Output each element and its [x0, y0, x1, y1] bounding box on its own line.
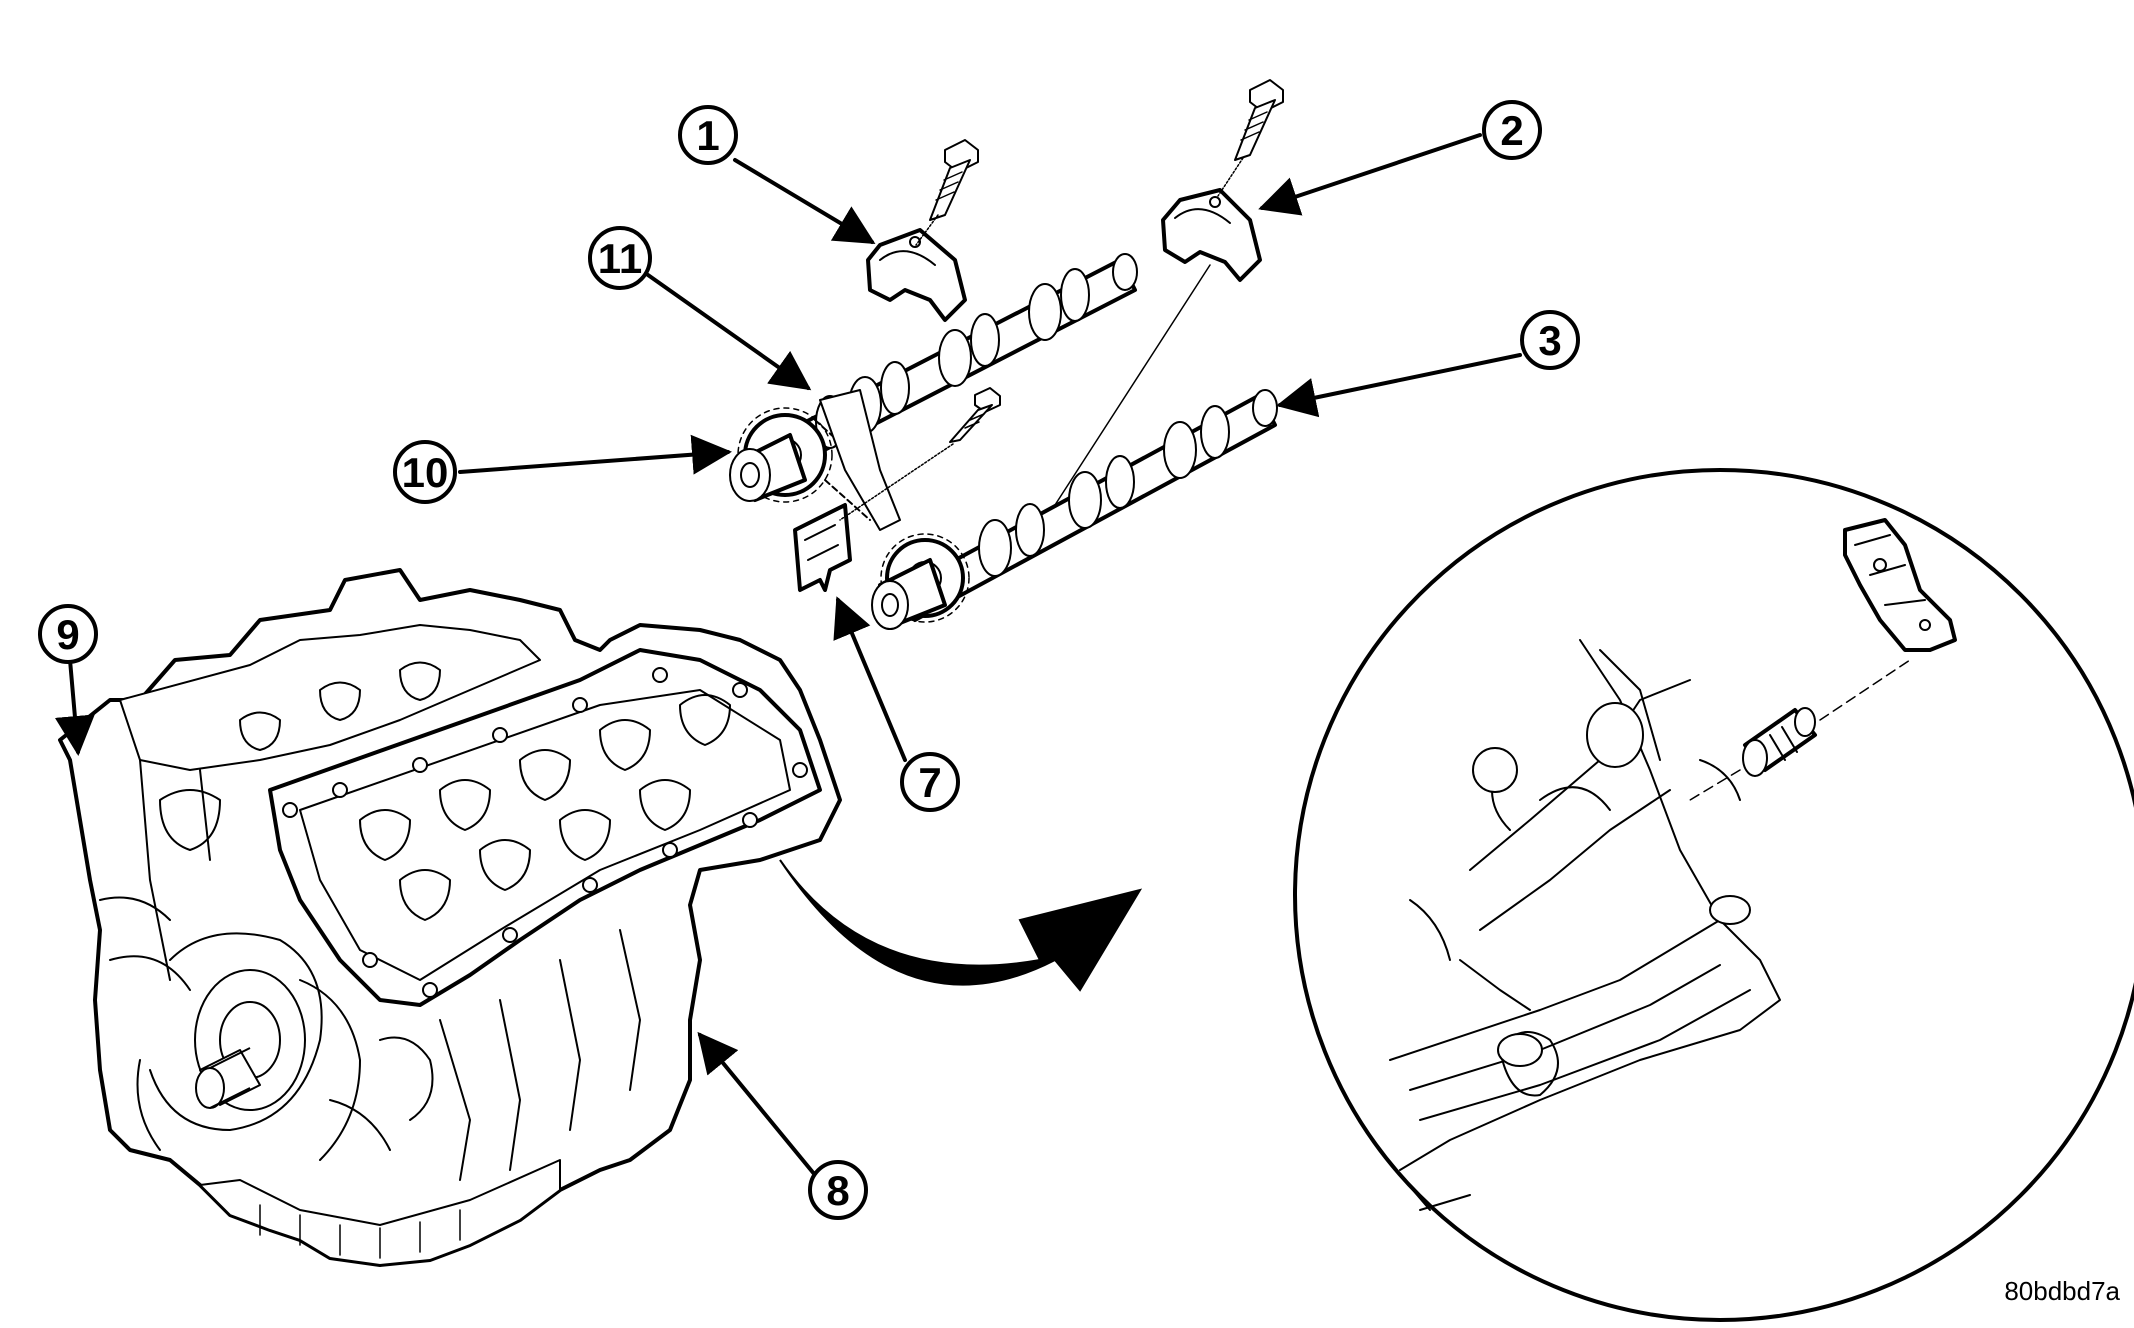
- svg-text:2: 2: [1500, 107, 1523, 154]
- callout-2: 2: [1482, 100, 1542, 160]
- timing-chain-assembly: [729, 389, 901, 531]
- bolt-1: [915, 139, 979, 246]
- callout-11: 11: [588, 226, 652, 290]
- engine-block: [58, 568, 842, 1267]
- svg-text:3: 3: [1538, 317, 1561, 364]
- callout-10: 10: [393, 440, 457, 504]
- svg-text:11: 11: [598, 235, 642, 282]
- camshaft-lower: [871, 389, 1278, 630]
- bolt-2: [1217, 79, 1284, 197]
- callout-7: 7: [900, 752, 960, 812]
- svg-text:9: 9: [56, 611, 79, 658]
- magnify-arrow: [779, 859, 1143, 992]
- callout-9: 9: [38, 604, 98, 664]
- callout-3: 3: [1520, 310, 1580, 370]
- svg-text:8: 8: [826, 1167, 849, 1214]
- callout-1: 1: [678, 105, 738, 165]
- detail-view: [1293, 468, 2134, 1322]
- svg-text:7: 7: [918, 759, 941, 806]
- bearing-cap-1: [866, 139, 979, 322]
- camshaft-upper: [788, 253, 1138, 462]
- figure-reference-code: 80bdbd7a: [2004, 1276, 2120, 1306]
- bearing-cap-2: [1054, 79, 1284, 506]
- svg-text:10: 10: [402, 449, 449, 496]
- crankshaft-snout: [195, 1047, 261, 1109]
- callout-8: 8: [808, 1160, 868, 1220]
- bolt-7: [839, 387, 1001, 521]
- lash-adjuster: [1689, 659, 1911, 801]
- rocker-arm: [1843, 518, 1957, 652]
- chain-tensioner: [793, 387, 1001, 592]
- cam-sprocket-lower: [871, 533, 970, 630]
- svg-text:1: 1: [696, 112, 719, 159]
